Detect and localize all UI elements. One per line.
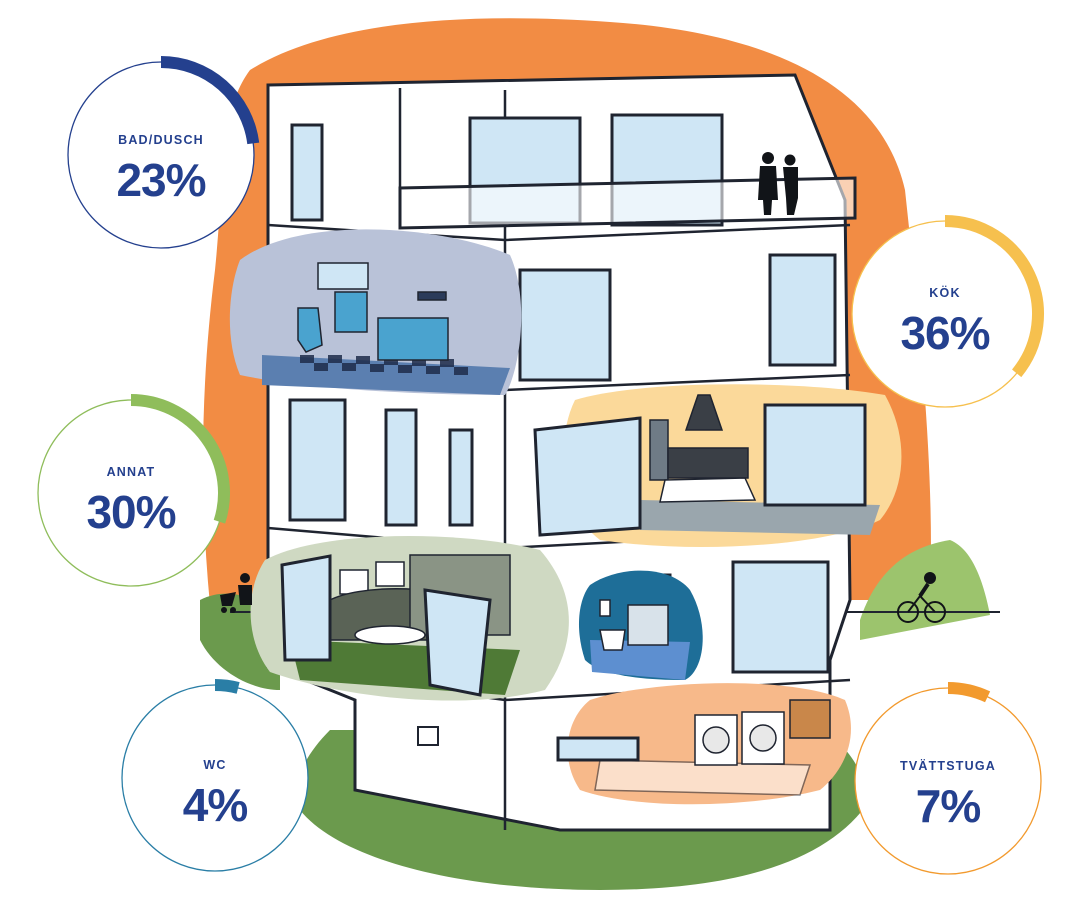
ring-value-arc xyxy=(944,215,1044,378)
badge-label: ANNAT xyxy=(106,465,156,479)
stroller-walker-icon xyxy=(220,573,252,613)
badge-label: WC xyxy=(203,758,227,772)
ring-wc xyxy=(121,679,309,872)
badge-label: KÖK xyxy=(929,286,961,300)
badge-value: 23% xyxy=(116,154,206,206)
badge-bad-dusch: BAD/DUSCH 23% xyxy=(63,56,260,253)
badge-kok: KÖK 36% xyxy=(847,215,1044,412)
badge-label: TVÄTTSTUGA xyxy=(899,759,997,773)
badge-value: 4% xyxy=(182,779,248,831)
cyclist-icon xyxy=(897,572,946,623)
badge-value: 36% xyxy=(900,307,990,359)
ring-value-arc xyxy=(130,394,230,524)
balcony-top xyxy=(398,176,857,230)
ring-tvattstuga xyxy=(854,682,1042,875)
badge-value: 7% xyxy=(915,780,981,832)
ring-value-arc xyxy=(214,679,240,694)
badge-wc: WC 4% xyxy=(117,679,313,876)
ring-kok xyxy=(851,215,1044,408)
ring-annat xyxy=(37,394,230,587)
badge-value: 30% xyxy=(86,486,176,538)
badge-label: BAD/DUSCH xyxy=(118,133,204,147)
ring-value-arc xyxy=(160,56,260,145)
ring-bad-dusch xyxy=(67,56,260,249)
ring-value-arc xyxy=(947,682,991,703)
person-silhouette-icon xyxy=(758,152,798,215)
badge-annat: ANNAT 30% xyxy=(33,394,230,591)
badge-tvattstuga: TVÄTTSTUGA 7% xyxy=(850,682,1046,879)
